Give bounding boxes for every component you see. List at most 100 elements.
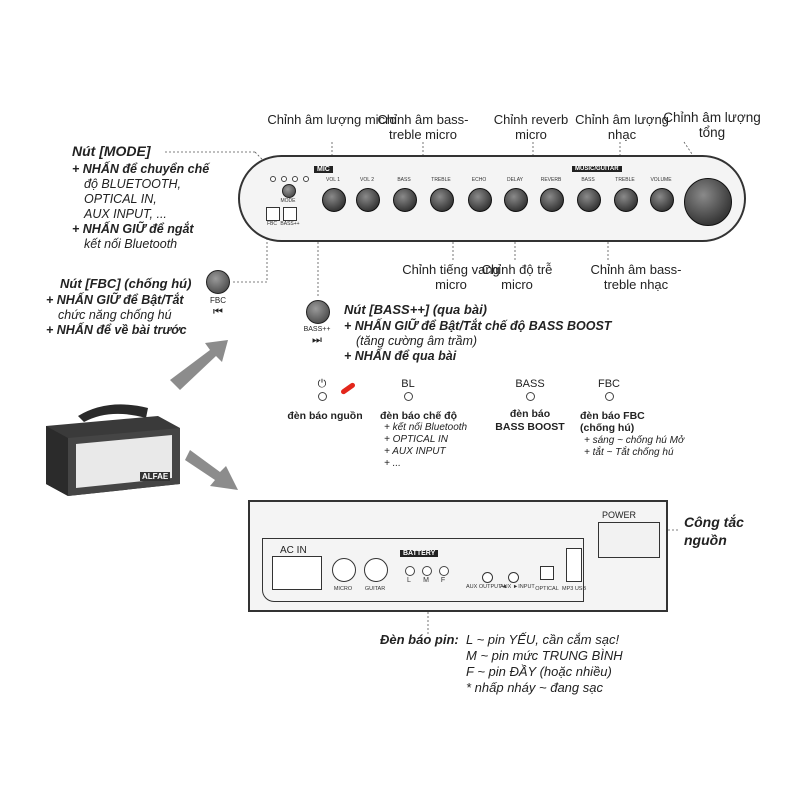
music-bass-treble-callout: Chỉnh âm bass-treble nhạc: [590, 262, 682, 292]
panel-mode-label: MODE: [280, 198, 296, 204]
mic-badge: MIC: [314, 166, 333, 173]
battery-led-l: [405, 566, 415, 576]
optical-label: OPTICAL: [535, 586, 559, 592]
panel-fbc-button[interactable]: [266, 207, 280, 221]
knob-vol2[interactable]: [356, 188, 380, 212]
rear-inner-border: [262, 538, 584, 602]
mode-line5: + NHẤN GIỮ để ngắt: [72, 222, 194, 236]
power-symbol-icon: ⏻: [317, 378, 327, 390]
bass-plus-button-label: BASS++: [303, 326, 331, 333]
bl-item-more: + ...: [384, 458, 401, 469]
mic-bass-treble-callout: Chỉnh âm bass-treble micro: [377, 112, 469, 142]
mp3-usb-label: MP3 USB: [562, 586, 587, 592]
bl-indicator-items: + kết nối Bluetooth + OPTICAL IN + AUX I…: [384, 422, 467, 470]
guitar-jack[interactable]: [364, 558, 388, 582]
usb-port[interactable]: [566, 548, 582, 582]
mic-echo-callout: Chỉnh tiếng vang micro: [402, 262, 500, 292]
mode-line4: AUX INPUT, ...: [84, 207, 167, 221]
battery-info-l: L ~ pin YẾU, cần cắm sạc!: [466, 632, 620, 647]
micro-jack[interactable]: [332, 558, 356, 582]
battery-label-f: F: [440, 577, 446, 584]
panel-led-power: [270, 176, 276, 182]
fbc-item-off: + tắt ~ Tắt chống hú: [584, 447, 674, 458]
bass-button-desc: + NHẤN GIỮ để Bật/Tắt chế độ BASS BOOST …: [344, 319, 611, 364]
fbc-line1: + NHẤN GIỮ để Bật/Tắt: [46, 293, 184, 307]
next-track-icon: ⏭: [312, 334, 322, 346]
bl-indicator-label: BL: [401, 378, 415, 390]
knob-vol1[interactable]: [322, 188, 346, 212]
fbc-indicator-label: FBC: [598, 378, 620, 390]
ac-in-label: AC IN: [280, 545, 307, 556]
bass-line3: + NHẤN để qua bài: [344, 349, 457, 363]
speaker-brand-logo: ALFAE: [140, 472, 171, 481]
panel-led-fbc: [303, 176, 309, 182]
knob-label-music-bass: BASS: [581, 177, 595, 183]
power-switch-callout-2: nguồn: [684, 532, 727, 548]
power-indicator-led: [318, 392, 327, 401]
knob-mic-treble[interactable]: [430, 188, 454, 212]
knob-reverb[interactable]: [540, 188, 564, 212]
bass-plus-button[interactable]: [306, 300, 330, 324]
panel-led-bl: [281, 176, 287, 182]
aux-input-jack[interactable]: [508, 572, 519, 583]
battery-badge: BATTERY: [400, 550, 439, 557]
knob-mic-bass[interactable]: [393, 188, 417, 212]
music-volume-callout: Chỉnh âm lượng nhạc: [575, 112, 669, 142]
aux-output-jack[interactable]: [482, 572, 493, 583]
mode-line3: OPTICAL IN,: [84, 192, 157, 206]
master-volume-callout: Chỉnh âm lượng tổng: [663, 110, 761, 140]
aux-input-label: AUX ►INPUT: [500, 584, 535, 590]
panel-bass-button[interactable]: [283, 207, 297, 221]
fbc-button[interactable]: [206, 270, 230, 294]
fbc-button-label: FBC: [210, 296, 226, 305]
mic-volume-callout: Chỉnh âm lượng micro: [267, 112, 397, 127]
previous-track-icon: ⏮: [213, 306, 223, 318]
knob-label-vol2: VOL 2: [360, 177, 374, 183]
battery-info-f: F ~ pin ĐẦY (hoặc nhiều): [466, 664, 612, 679]
fbc-line3: + NHẤN để về bài trước: [46, 323, 187, 337]
knob-master-volume[interactable]: [684, 178, 732, 226]
optical-port[interactable]: [540, 566, 554, 580]
panel-mode-button[interactable]: [282, 184, 296, 198]
battery-info-blink: * nhấp nháy ~ đang sạc: [466, 680, 603, 695]
knob-label-mic-treble: TREBLE: [431, 177, 451, 183]
bl-indicator-led: [404, 392, 413, 401]
music-guitar-badge: MUSIC/GUITAR: [572, 166, 622, 172]
knob-label-music-treble: TREBLE: [615, 177, 635, 183]
ac-in-socket[interactable]: [272, 556, 322, 590]
battery-led-f: [439, 566, 449, 576]
bl-item-bluetooth: + kết nối Bluetooth: [384, 422, 468, 433]
mode-button-desc: + NHẤN để chuyển chế độ BLUETOOTH, OPTIC…: [72, 162, 209, 252]
bass-button-title: Nút [BASS++] (qua bài): [344, 302, 488, 317]
fbc-indicator-title2: (chống hú): [580, 422, 635, 434]
fbc-line2: chức năng chống hú: [58, 308, 172, 322]
knob-music-bass[interactable]: [577, 188, 601, 212]
knob-music-treble[interactable]: [614, 188, 638, 212]
mic-delay-callout: Chỉnh độ trễ micro: [481, 262, 553, 292]
panel-led-bass: [292, 176, 298, 182]
knob-echo[interactable]: [468, 188, 492, 212]
arrow-to-rear-panel: [185, 450, 238, 490]
knob-delay[interactable]: [504, 188, 528, 212]
mode-line2: độ BLUETOOTH,: [84, 177, 182, 191]
knob-music-volume[interactable]: [650, 188, 674, 212]
bass-line2: (tăng cường âm trầm): [356, 334, 478, 348]
guitar-label: GUITAR: [364, 586, 386, 592]
speaker-illustration: [46, 404, 180, 496]
bl-item-aux: + AUX INPUT: [384, 446, 446, 457]
bl-indicator-title: đèn báo chế độ: [380, 410, 458, 422]
knob-label-echo: ECHO: [471, 177, 487, 183]
power-switch-callout-1: Công tắc: [684, 514, 744, 530]
panel-bass-label: BASS++: [280, 221, 300, 227]
knob-label-reverb: REVERB: [540, 177, 562, 183]
bass-indicator-title1: đèn báo: [509, 408, 551, 420]
mode-line1: + NHẤN để chuyển chế: [72, 162, 210, 176]
bass-indicator-led: [526, 392, 535, 401]
power-switch[interactable]: [598, 522, 660, 558]
arrow-to-top-panel: [170, 340, 228, 390]
micro-label: MICRO: [333, 586, 353, 592]
power-indicator-title: đèn báo nguồn: [287, 410, 363, 422]
knob-label-vol1: VOL 1: [326, 177, 340, 183]
battery-label-l: L: [407, 577, 411, 584]
fbc-indicator-title1: đèn báo FBC: [580, 410, 645, 422]
